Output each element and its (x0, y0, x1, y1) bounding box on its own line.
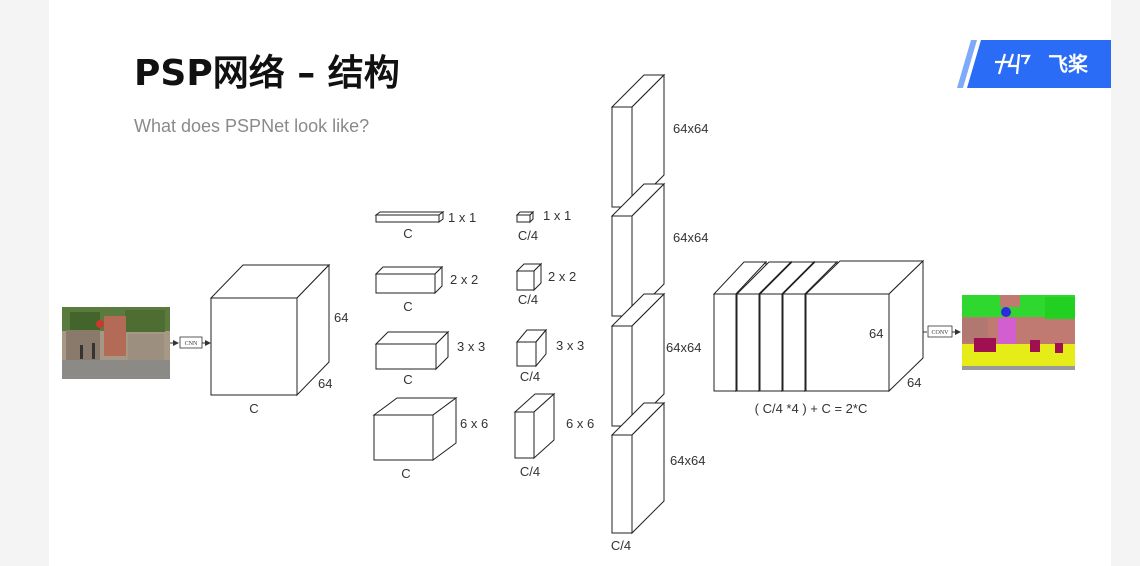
pooled-block-2x2 (374, 265, 444, 295)
upsampled-channel-label: C/4 (611, 538, 631, 553)
pooled-block-3x3 (374, 330, 450, 371)
feature-channel-label: C (249, 401, 258, 416)
reduced-block-6x6 (513, 392, 556, 460)
pooled-size-label-4: 6 x 6 (460, 416, 488, 431)
upsampled-size-label-4: 64x64 (670, 453, 705, 468)
upsampled-size-label-3: 64x64 (666, 340, 701, 355)
upsampled-size-label-1: 64x64 (673, 121, 708, 136)
reduced-block-3x3 (515, 328, 548, 368)
concat-main-block (804, 259, 925, 393)
pooled-size-label-2: 2 x 2 (450, 272, 478, 287)
reduced-channel-label-3: C/4 (520, 369, 540, 384)
reduced-size-label-4: 6 x 6 (566, 416, 594, 431)
feature-height-label: 64 (334, 310, 348, 325)
pooled-block-1x1 (374, 211, 445, 223)
concat-width-label: 64 (907, 375, 921, 390)
concat-formula: ( C/4 *4 ) + C = 2*C (755, 401, 868, 416)
page-subtitle: What does PSPNet look like? (134, 116, 370, 136)
conv-label: CONV (931, 330, 949, 336)
upsampled-slab-2 (610, 182, 666, 318)
upsampled-slab-4 (610, 401, 666, 535)
output-image (962, 295, 1075, 370)
pooled-block-6x6 (372, 397, 458, 461)
pooled-channel-label-1: C (403, 226, 412, 241)
reduced-size-label-2: 2 x 2 (548, 269, 576, 284)
feature-width-label: 64 (318, 376, 332, 391)
pooled-channel-label-3: C (403, 372, 412, 387)
cnn-label: CNN (185, 341, 198, 347)
reduced-channel-label-4: C/4 (520, 464, 540, 479)
reduced-channel-label-1: C/4 (518, 228, 538, 243)
upsampled-slab-3 (610, 292, 666, 428)
input-image (62, 307, 170, 379)
concat-height-label: 64 (869, 326, 883, 341)
reduced-block-2x2 (515, 262, 543, 292)
page-title: PSP网络 – 结构 (134, 53, 400, 94)
upsampled-slab-1 (610, 73, 666, 209)
pooled-channel-label-4: C (401, 466, 410, 481)
reduced-channel-label-2: C/4 (518, 292, 538, 307)
paddle-logo (957, 40, 1111, 88)
reduced-size-label-3: 3 x 3 (556, 338, 584, 353)
feature-map-cube (209, 263, 331, 397)
pooled-size-label-3: 3 x 3 (457, 339, 485, 354)
upsampled-size-label-2: 64x64 (673, 230, 708, 245)
pooled-channel-label-2: C (403, 299, 412, 314)
pooled-size-label-1: 1 x 1 (448, 210, 476, 225)
reduced-size-label-1: 1 x 1 (543, 208, 571, 223)
paddle-logo-text: 飞桨 (1048, 52, 1088, 76)
reduced-block-1x1 (515, 210, 535, 224)
